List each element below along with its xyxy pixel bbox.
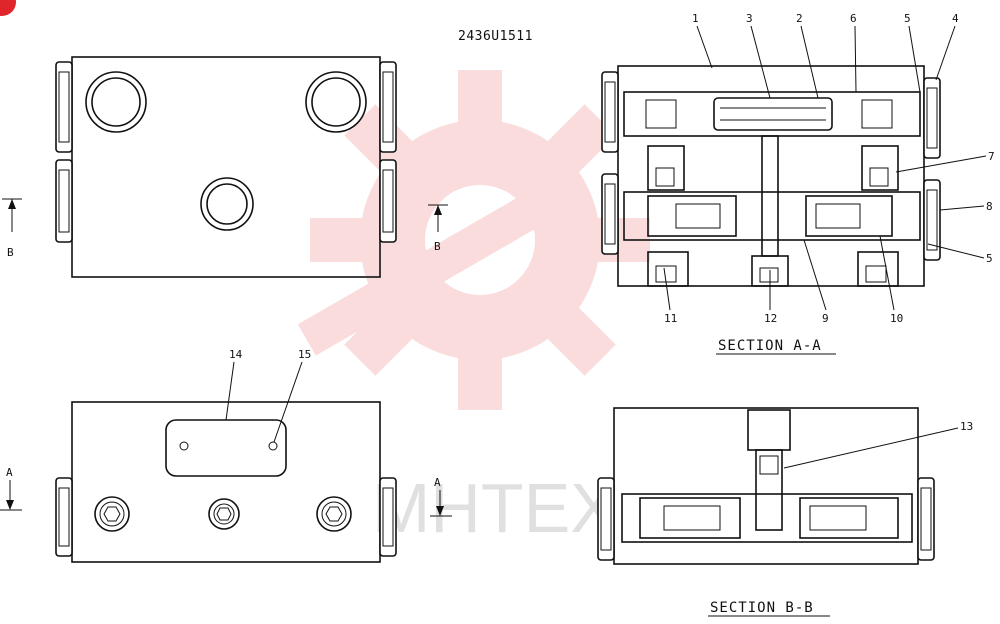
callout-5-upper: 5 xyxy=(904,12,911,25)
view-label: A xyxy=(6,466,13,479)
watermark-text: МНТЕХ xyxy=(372,469,617,547)
view-label: A xyxy=(434,476,441,489)
callout-3: 3 xyxy=(746,12,753,25)
view-marker-b-left: B xyxy=(2,198,22,259)
callout-12: 12 xyxy=(764,312,777,325)
view-marker-a-right: A xyxy=(430,476,452,517)
view-label: B xyxy=(434,240,441,253)
callout-1: 1 xyxy=(692,12,699,25)
callout-15: 15 xyxy=(298,348,311,361)
top-view xyxy=(55,56,397,278)
watermark-logo xyxy=(297,70,650,410)
view-marker-a-left: A xyxy=(0,466,22,511)
view-marker-b-right: B xyxy=(428,204,448,253)
callout-6: 6 xyxy=(850,12,857,25)
callout-14: 14 xyxy=(229,348,243,361)
drawing-code: 2436U1511 xyxy=(458,29,533,44)
callout-13: 13 xyxy=(960,420,973,433)
callout-10: 10 xyxy=(890,312,903,325)
callout-9: 9 xyxy=(822,312,829,325)
callout-2: 2 xyxy=(796,12,803,25)
section-title-b-b: SECTION B-B xyxy=(710,600,814,616)
corner-badge xyxy=(0,0,16,16)
section-b-b xyxy=(597,407,935,565)
callout-11: 11 xyxy=(664,312,677,325)
callout-5-lower: 5 xyxy=(986,252,993,265)
section-a-a xyxy=(601,65,941,287)
callout-8: 8 xyxy=(986,200,993,213)
front-view xyxy=(55,401,397,563)
section-title-a-a: SECTION A-A xyxy=(718,338,822,354)
callout-7: 7 xyxy=(988,150,995,163)
callout-4: 4 xyxy=(952,12,959,25)
view-label: B xyxy=(7,246,14,259)
